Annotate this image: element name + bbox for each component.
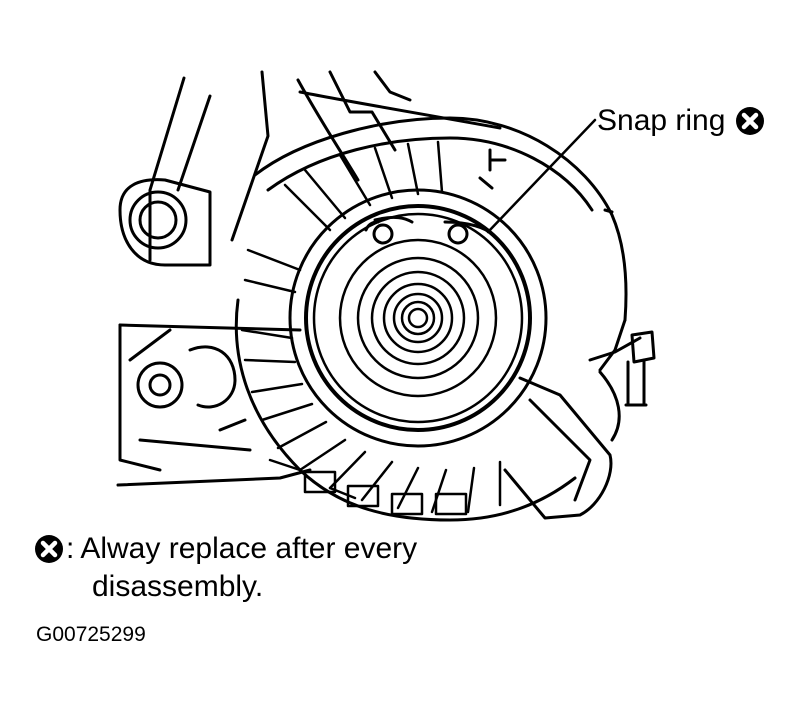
pipe-fitting bbox=[624, 330, 656, 407]
replace-every-time-icon bbox=[35, 535, 63, 563]
housing-ribs bbox=[240, 140, 502, 516]
figure-id: G00725299 bbox=[36, 623, 146, 646]
replace-every-time-icon bbox=[736, 107, 765, 135]
mounting-boss bbox=[118, 178, 212, 267]
note-line-2: disassembly. bbox=[92, 570, 264, 603]
callout-leader-line bbox=[486, 118, 597, 234]
note-colon: : bbox=[66, 532, 75, 565]
case-extension bbox=[503, 336, 642, 520]
snap-ring-label: Snap ring bbox=[597, 104, 726, 137]
output-assembly bbox=[288, 188, 548, 448]
housing-lower-left bbox=[116, 323, 312, 487]
snap-ring-callout: Snap ring bbox=[597, 104, 765, 138]
housing-upper-ribs bbox=[148, 70, 502, 262]
note-line-1: Alway replace after every bbox=[80, 532, 418, 565]
snap-ring bbox=[364, 215, 494, 245]
replacement-note: : Alway replace after every disassembly. bbox=[34, 530, 417, 606]
bell-housing bbox=[234, 116, 628, 522]
